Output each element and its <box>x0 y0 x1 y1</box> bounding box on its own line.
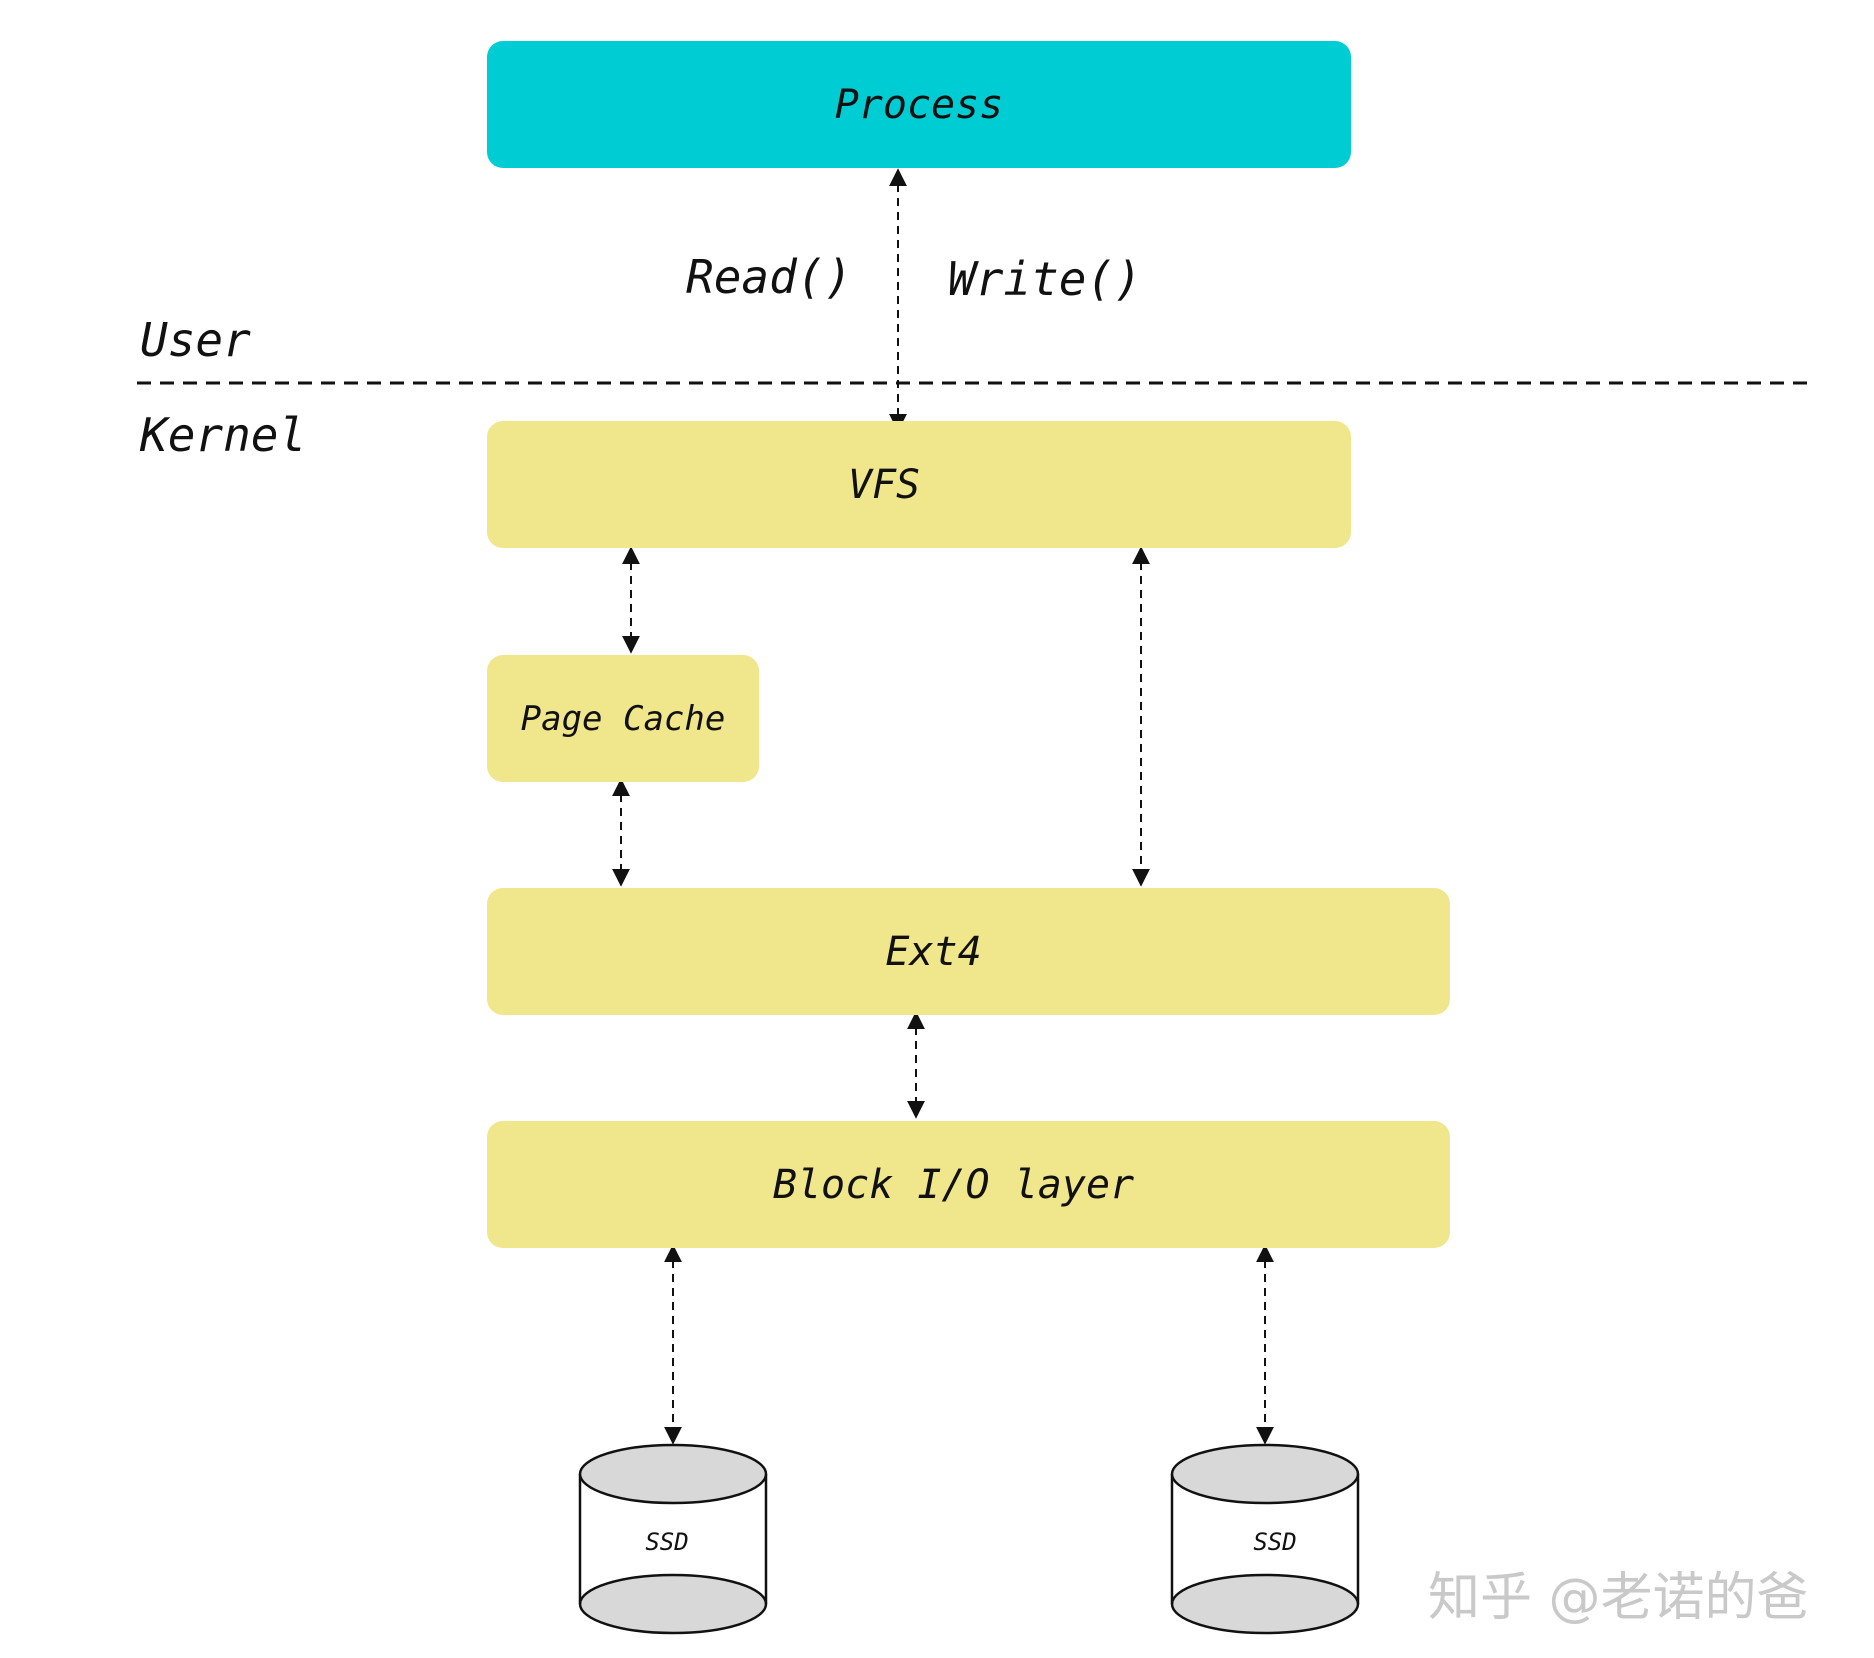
page-cache-label: Page Cache <box>520 698 726 739</box>
ssd-disk-2: SSD <box>1170 1443 1360 1635</box>
watermark: 知乎 @老诺的爸 <box>1428 1568 1809 1628</box>
process-box: Process <box>487 41 1351 168</box>
ext4-box: Ext4 <box>487 888 1450 1015</box>
vfs-label: VFS <box>847 461 921 508</box>
ssd-1-label: SSD <box>645 1528 688 1556</box>
ext4-label: Ext4 <box>885 928 982 975</box>
write-call-label: Write() <box>948 252 1142 306</box>
page-cache-box: Page Cache <box>487 655 759 782</box>
ssd-disk-1: SSD <box>578 1443 768 1635</box>
read-call-label: Read() <box>686 250 853 304</box>
ssd-2-label: SSD <box>1253 1528 1296 1556</box>
user-space-label: User <box>140 313 251 367</box>
process-label: Process <box>834 81 1004 128</box>
block-io-label: Block I/O layer <box>772 1161 1135 1208</box>
block-io-box: Block I/O layer <box>487 1121 1450 1248</box>
vfs-box: VFS <box>487 421 1351 548</box>
kernel-space-label: Kernel <box>140 408 307 462</box>
